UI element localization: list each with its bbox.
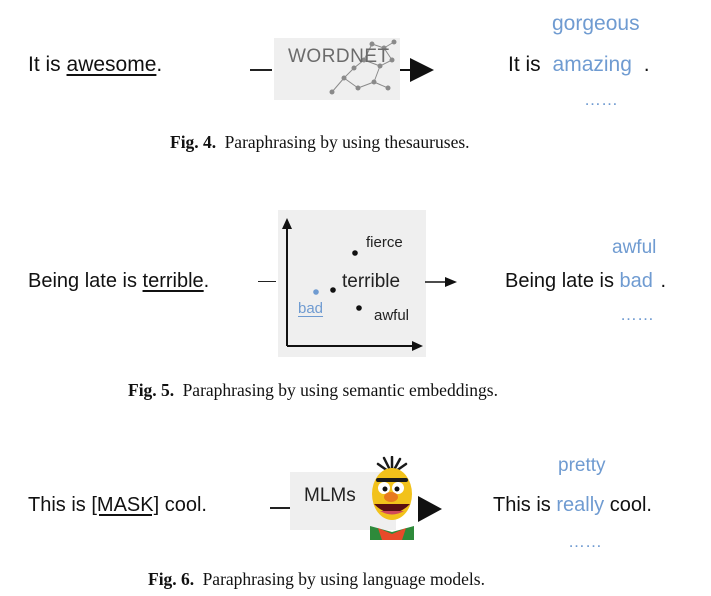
fig4-caption: Fig. 4. Paraphrasing by using thesauruse… — [170, 132, 470, 153]
fig6-output-suffix: cool. — [609, 494, 652, 516]
fig4-output-sentence: It is amazing . — [508, 53, 650, 77]
fig6-ellipsis: …… — [568, 532, 602, 551]
wordnet-graph-svg — [329, 39, 397, 95]
fig5-caption-text: Paraphrasing by using semantic embedding… — [182, 380, 498, 400]
wordnet-label: WORDNET — [288, 46, 390, 67]
fig5-output-suffix: . — [660, 270, 667, 292]
fig4-output-prefix: It is — [508, 53, 541, 76]
fig5-ellipsis: …… — [620, 305, 654, 324]
right-arrow-icon — [418, 496, 442, 522]
fig6-output-word: really — [556, 494, 605, 516]
fig5-output-word: bad — [619, 270, 653, 292]
puppet-character-icon — [370, 456, 414, 540]
fig6-input-suffix: cool. — [164, 494, 207, 516]
fig4-caption-text: Paraphrasing by using thesauruses. — [224, 132, 470, 152]
fig5-input-prefix: Being late is — [28, 270, 137, 292]
fig5-output-sentence: Being late is bad . — [505, 270, 666, 293]
fig4-target-word: awesome — [66, 53, 157, 76]
fig6-input-prefix: This is — [28, 494, 86, 516]
fig6-connector-line — [270, 507, 290, 509]
fig6-alternative-word: pretty — [558, 455, 606, 476]
fig6-caption: Fig. 6. Paraphrasing by using language m… — [148, 569, 485, 590]
fig4-output-word: amazing — [552, 53, 632, 76]
fig6-output-sentence: This is really cool. — [493, 494, 652, 517]
right-arrow-icon — [425, 277, 457, 287]
fig5-input-sentence: Being late is terrible. — [28, 270, 209, 293]
fig5-alternative-word: awful — [612, 237, 657, 258]
embedding-word-terrible: terrible — [342, 271, 401, 292]
fig5-caption-label: Fig. 5. — [128, 380, 175, 400]
fig4-input-prefix: It is — [28, 53, 61, 76]
fig4-input-sentence: It is awesome. — [28, 53, 162, 77]
embedding-axes — [282, 218, 423, 351]
fig4-input-suffix: . — [156, 53, 163, 76]
fig5-output-prefix: Being late is — [505, 270, 614, 292]
embedding-word-bad: bad — [298, 300, 324, 317]
fig6-mask-token: [MASK] — [91, 494, 160, 516]
embedding-word-awful: awful — [374, 307, 410, 324]
fig4-ellipsis: …… — [584, 90, 618, 109]
right-arrow-icon — [400, 58, 434, 82]
fig6-output-prefix: This is — [493, 494, 551, 516]
fig4-connector-line — [250, 69, 272, 71]
fig6-caption-label: Fig. 6. — [148, 569, 195, 589]
fig6-input-sentence: This is [MASK] cool. — [28, 494, 207, 517]
mlm-label: MLMs — [304, 485, 356, 506]
fig5-input-suffix: . — [203, 270, 210, 292]
fig6-caption-text: Paraphrasing by using language models. — [202, 569, 485, 589]
fig4-alternative-word: gorgeous — [552, 12, 640, 35]
fig5-target-word: terrible — [142, 270, 204, 292]
fig4-caption-label: Fig. 4. — [170, 132, 217, 152]
fig5-caption: Fig. 5. Paraphrasing by using semantic e… — [128, 380, 498, 401]
embedding-word-fierce: fierce — [366, 234, 403, 251]
fig4-output-suffix: . — [643, 53, 650, 76]
embedding-space-panel: fierce terrible bad awful — [278, 210, 426, 357]
fig5-connector-line — [258, 281, 276, 282]
wordnet-graph-icon: WORDNET — [274, 38, 400, 100]
